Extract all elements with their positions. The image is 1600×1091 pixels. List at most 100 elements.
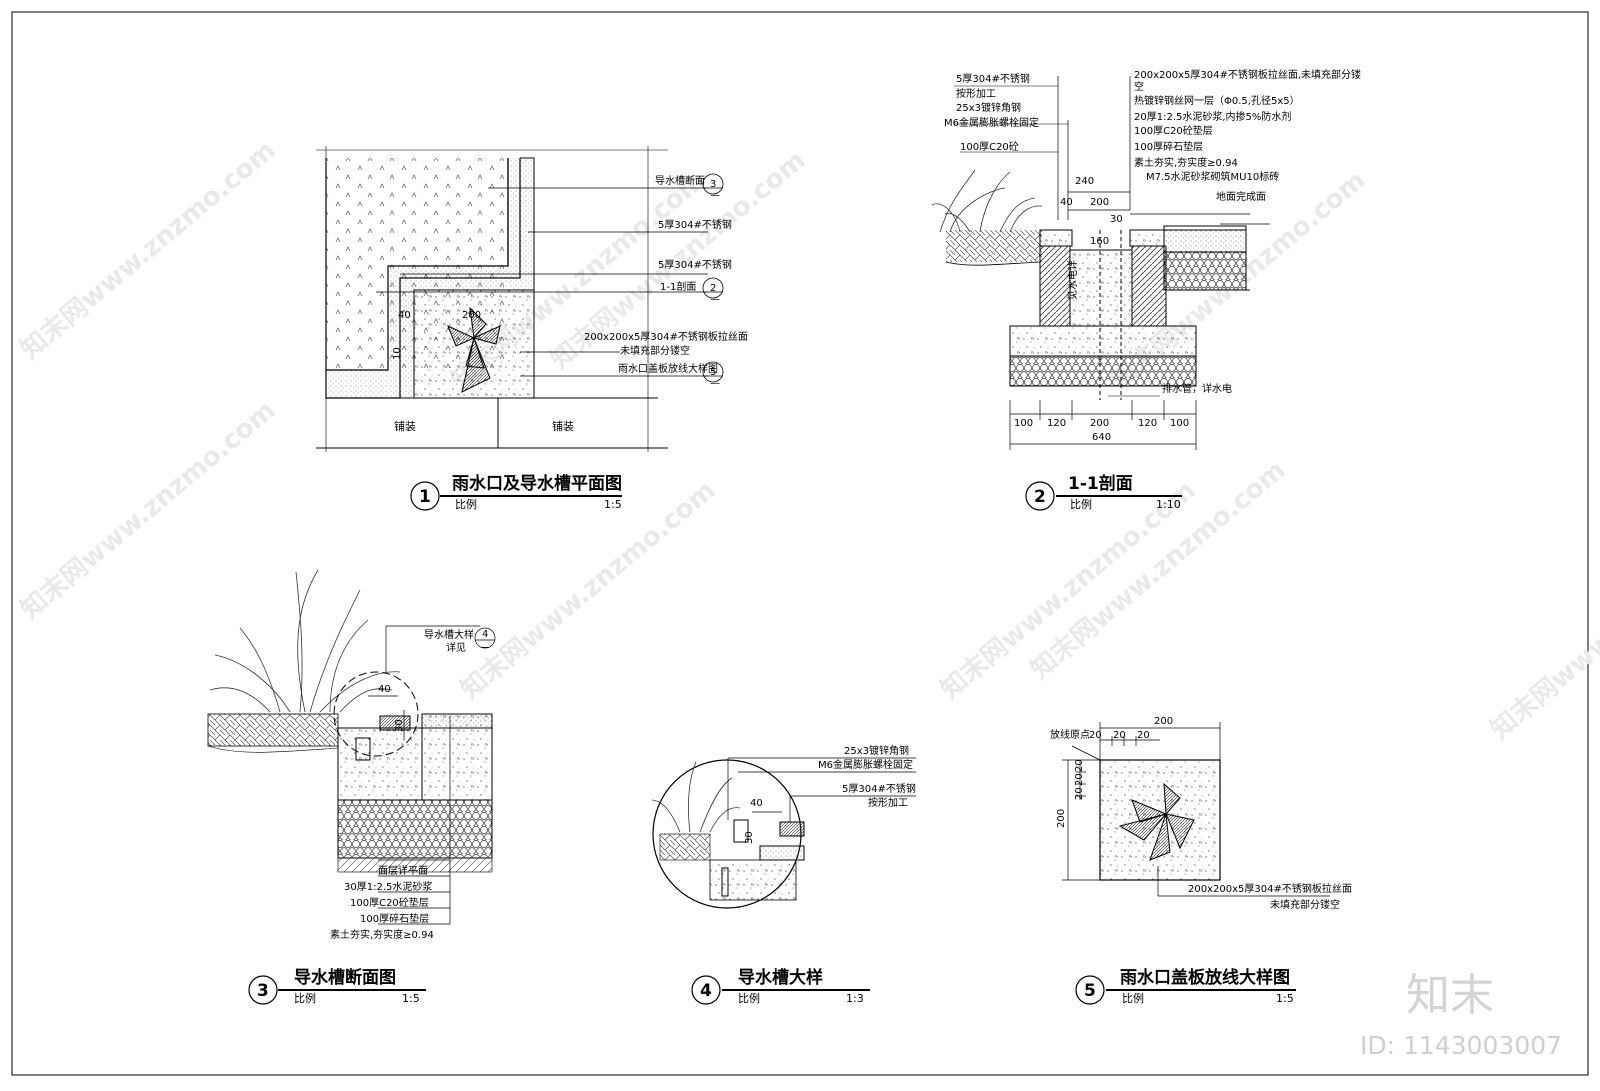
svg-text:地面完成面: 地面完成面 (1216, 190, 1266, 203)
title-block-3: 3 导水槽断面图 比例 1:5 (248, 967, 426, 1005)
watermark-tiles: 知末网www.znzmo.com 知末网www.znzmo.com 知末网www… (15, 135, 1600, 745)
dim-30: 30 (744, 831, 755, 844)
dim-240: 240 (1075, 176, 1094, 187)
svg-text:1:10: 1:10 (1156, 498, 1181, 511)
callout-2-label: 1-1剖面 (660, 280, 696, 293)
left-notes: 5厚304#不锈钢 按形加工 25x3镀锌角钢 M6金属膨胀螺栓固定 100厚C… (944, 72, 1068, 153)
svg-text:热镀锌钢丝网一层（Φ0.5,孔径5x5）: 热镀锌钢丝网一层（Φ0.5,孔径5x5） (1134, 94, 1300, 107)
callout-4-label: 导水槽大样 (424, 628, 474, 641)
svg-text:1:5: 1:5 (604, 498, 622, 511)
dim-40: 40 (750, 798, 763, 809)
callout-5-label: 雨水口盖板放线大样图 (618, 362, 718, 375)
svg-text:20: 20 (1137, 730, 1150, 741)
svg-text:3: 3 (257, 981, 269, 1001)
svg-text:100: 100 (1170, 418, 1189, 429)
dim-40: 40 (378, 684, 391, 695)
svg-text:20: 20 (1074, 759, 1085, 772)
view-2-section: 见水电详 5厚304#不锈钢 按形加工 25x3镀锌角钢 M6金属膨胀螺栓固定 … (931, 68, 1361, 450)
title-block-5: 5 雨水口盖板放线大样图 比例 1:5 (1075, 967, 1296, 1005)
sheet-border (11, 11, 1589, 1076)
title-1: 雨水口及导水槽平面图 (452, 473, 622, 494)
label-paving-b: 铺装 (552, 420, 574, 433)
svg-text:20: 20 (1074, 773, 1085, 786)
svg-text:200x200x5厚304#不锈钢板拉丝面,未填充部分镂: 200x200x5厚304#不锈钢板拉丝面,未填充部分镂 (1134, 68, 1361, 81)
svg-text:200x200x5厚304#不锈钢板拉丝面: 200x200x5厚304#不锈钢板拉丝面 (1188, 882, 1352, 895)
dim-200: 200 (462, 310, 481, 321)
view-4-detail: 25x3镀锌角钢 M6金属膨胀螺栓固定 5厚304#不锈钢 按形加工 40 30 (651, 744, 916, 909)
svg-text:空: 空 (1134, 80, 1144, 93)
svg-text:比例: 比例 (294, 991, 316, 1005)
svg-text:M6金属膨胀螺栓固定: M6金属膨胀螺栓固定 (944, 116, 1039, 129)
svg-text:100厚C20砼: 100厚C20砼 (960, 140, 1019, 153)
note-cover-1: 200x200x5厚304#不锈钢板拉丝面 (584, 330, 748, 343)
title-2: 1-1剖面 (1068, 473, 1133, 494)
svg-text:比例: 比例 (738, 991, 760, 1005)
svg-text:25x3镀锌角钢: 25x3镀锌角钢 (844, 744, 909, 757)
svg-text:素土夯实,夯实度≥0.94: 素土夯实,夯实度≥0.94 (1134, 156, 1238, 169)
svg-text:按形加工: 按形加工 (868, 796, 908, 809)
callout-4-sub: 详见 (446, 641, 466, 654)
origin-label: 放线原点 (1050, 728, 1090, 741)
svg-text:未填充部分镂空: 未填充部分镂空 (1270, 898, 1340, 911)
brand-watermark: 知末 (1406, 970, 1494, 1021)
dim-200-top: 200 (1090, 197, 1109, 208)
dim-30-top: 30 (1110, 214, 1123, 225)
svg-text:知末网www.znzmo.com: 知末网www.znzmo.com (1025, 455, 1291, 685)
svg-text:30厚1:2.5水泥砂浆: 30厚1:2.5水泥砂浆 (344, 880, 432, 893)
svg-text:比例: 比例 (1122, 991, 1144, 1005)
view-1-plan: 铺装 铺装 40 200 10 导水槽断面 3 — 5厚304#不锈钢 5厚30… (316, 146, 748, 452)
svg-text:—: — (480, 642, 490, 653)
title-block-1: 1 雨水口及导水槽平面图 比例 1:5 (410, 473, 622, 511)
svg-text:20厚1:2.5水泥砂浆,内掺5%防水剂: 20厚1:2.5水泥砂浆,内掺5%防水剂 (1134, 110, 1291, 123)
svg-text:M6金属膨胀螺栓固定: M6金属膨胀螺栓固定 (818, 758, 913, 771)
dim-total: 640 (1092, 432, 1111, 443)
svg-text:120: 120 (1047, 418, 1066, 429)
title-block-2: 2 1-1剖面 比例 1:10 (1025, 473, 1182, 511)
svg-text:M7.5水泥砂浆砌筑MU10标砖: M7.5水泥砂浆砌筑MU10标砖 (1146, 170, 1279, 183)
svg-text:比例: 比例 (1070, 497, 1092, 511)
dim-160: 160 (1090, 236, 1109, 247)
svg-text:1:3: 1:3 (846, 992, 864, 1005)
callout-2-dash: — (710, 294, 720, 305)
dim-200-top: 200 (1154, 716, 1173, 727)
svg-text:4: 4 (700, 981, 712, 1001)
callout-3-dash: — (710, 190, 720, 201)
svg-text:20: 20 (1089, 730, 1102, 741)
callout-3-label: 导水槽断面 (655, 174, 705, 187)
svg-text:100厚碎石垫层: 100厚碎石垫层 (1134, 140, 1203, 153)
plant-icon (209, 569, 401, 713)
right-notes: 200x200x5厚304#不锈钢板拉丝面,未填充部分镂 空 热镀锌钢丝网一层（… (1134, 68, 1361, 203)
svg-text:2: 2 (1034, 487, 1046, 507)
leaf-motif-icon (1118, 782, 1195, 861)
svg-text:1:5: 1:5 (1276, 992, 1294, 1005)
plant-icon (651, 761, 741, 833)
dim-30: 30 (394, 719, 405, 732)
svg-text:20: 20 (1113, 730, 1126, 741)
svg-text:100厚C20砼垫层: 100厚C20砼垫层 (350, 896, 429, 909)
svg-text:知末网www.znzmo.com: 知末网www.znzmo.com (455, 475, 721, 705)
id-watermark: ID: 1143003007 (1360, 1031, 1562, 1060)
dim-40-top: 40 (1060, 197, 1073, 208)
svg-text:5厚304#不锈钢: 5厚304#不锈钢 (842, 782, 916, 795)
svg-text:知末网www.znzmo.com: 知末网www.znzmo.com (15, 395, 281, 625)
leaf-motif-icon (447, 306, 501, 393)
dim-40: 40 (398, 310, 411, 321)
title-5: 雨水口盖板放线大样图 (1120, 967, 1290, 988)
svg-text:1: 1 (419, 487, 431, 507)
view-5-cover-layout: 200 20 20 20 放线原点 20 20 20 200 200x200x5… (1050, 716, 1352, 911)
svg-text:面层详平面: 面层详平面 (378, 864, 428, 877)
note-cover-2: 未填充部分镂空 (620, 344, 690, 357)
svg-text:100厚碎石垫层: 100厚碎石垫层 (360, 912, 429, 925)
callout-5-num: 5 (710, 367, 716, 378)
view-3-channel-section: 导水槽大样 详见 4 — 40 30 面层详平面 30厚1:2.5水泥砂浆 10… (207, 569, 496, 941)
callout-5-dash: — (710, 378, 720, 389)
svg-text:比例: 比例 (455, 497, 477, 511)
title-3: 导水槽断面图 (294, 967, 396, 988)
plant-icon (931, 169, 1043, 233)
callout-3-num: 3 (710, 179, 716, 190)
callout-4-num: 4 (482, 629, 488, 640)
svg-text:120: 120 (1138, 418, 1157, 429)
svg-text:5: 5 (1084, 981, 1096, 1001)
